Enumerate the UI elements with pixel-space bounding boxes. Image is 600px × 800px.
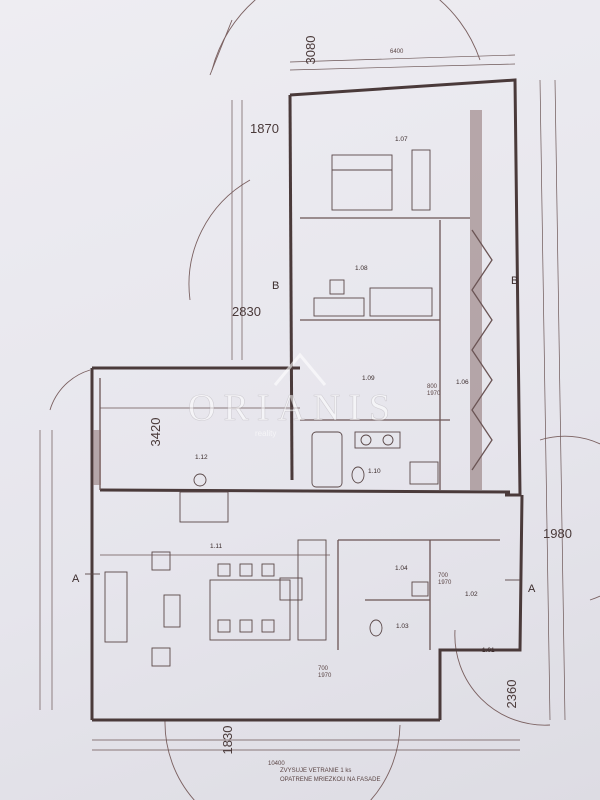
dim-top-arc: 3080 (303, 36, 318, 65)
middle-partition (99, 488, 511, 494)
double-sink (354, 431, 401, 449)
desk-1-08 (313, 297, 365, 317)
toilet-1-10 (351, 466, 365, 484)
door-1-06-width: 800 (427, 384, 438, 390)
dim-bottom-center: 1830 (220, 726, 235, 755)
bed-1-07 (331, 154, 393, 211)
dim-left-mid: 2830 (232, 304, 261, 319)
toilet-1-03 (369, 619, 383, 637)
door-1-11-width: 700 (318, 666, 329, 672)
top-sweep-line (209, 19, 233, 76)
door-1-11-height: 1970 (318, 673, 332, 679)
dim-bottom-right: 2360 (504, 680, 519, 709)
sofa (104, 571, 128, 643)
watermark: ORIANIS reality (188, 352, 398, 438)
chair-1-08 (329, 279, 345, 295)
entry-bench (179, 491, 229, 523)
upper-west-wall (288, 94, 294, 481)
left-sweep-arc (188, 179, 251, 301)
room-1-03: 1.03 (396, 623, 409, 630)
door-1-06-height: 1970 (427, 391, 441, 397)
section-b-right: B (511, 275, 518, 287)
door-1-02-height: 1970 (438, 580, 452, 586)
watermark-roof-icon (273, 352, 327, 386)
section-a-left: A (72, 573, 80, 585)
dim-right-mid: 1980 (543, 526, 572, 541)
room-1-02: 1.02 (465, 591, 478, 598)
north-east-wall (289, 78, 522, 497)
bathtub (311, 431, 343, 488)
hatched-wall-west (93, 430, 101, 485)
top-sweep-arc (211, 0, 481, 71)
left-lower-sweep-arc (49, 369, 91, 411)
watermark-brand: ORIANIS (188, 387, 398, 429)
door-1-02-width: 700 (438, 573, 449, 579)
boiler-1-12 (193, 473, 207, 487)
coffee-table (163, 594, 181, 628)
room-1-06: 1.06 (456, 379, 469, 386)
sink-1-04 (411, 581, 429, 597)
room-1-07: 1.07 (395, 136, 408, 143)
kitchen-hob (279, 577, 303, 601)
dim-top-total: 6400 (390, 49, 404, 55)
dim-bottom-total: 10400 (268, 761, 285, 767)
dining-table (209, 579, 291, 641)
zigzag-stair (471, 229, 493, 471)
room-1-10: 1.10 (368, 468, 381, 475)
watermark-subtitle: reality (255, 429, 276, 438)
room-1-11: 1.11 (210, 543, 223, 550)
room-1-12: 1.12 (195, 454, 208, 461)
dim-left-lower: 3420 (148, 418, 163, 447)
dim-left-upper: 1870 (250, 121, 279, 136)
armchair-top (151, 551, 171, 571)
wardrobe-1-07 (411, 149, 431, 211)
bottom-sweep-arc (164, 719, 401, 800)
room-1-08: 1.08 (355, 265, 368, 272)
section-b-left: B (272, 280, 279, 292)
room-1-01: 1.01 (482, 647, 495, 654)
room-1-09: 1.09 (362, 375, 375, 382)
room-1-04: 1.04 (395, 565, 408, 572)
bed-1-08 (369, 287, 433, 317)
section-a-right: A (528, 583, 536, 595)
note-line-2: OPATRENE MRIEZKOU NA FASADE (280, 777, 380, 783)
note-line-1: ZVYSUJE VETRANIE 1 ks (280, 768, 351, 774)
shower-tray (409, 461, 439, 485)
bottom-right-sweep-arc (454, 629, 551, 726)
south-east-wall (438, 494, 524, 720)
armchair-bottom (151, 647, 171, 667)
kitchen-counter (297, 539, 327, 641)
right-sweep-arc (539, 435, 600, 601)
hatched-wall-east (470, 110, 482, 490)
